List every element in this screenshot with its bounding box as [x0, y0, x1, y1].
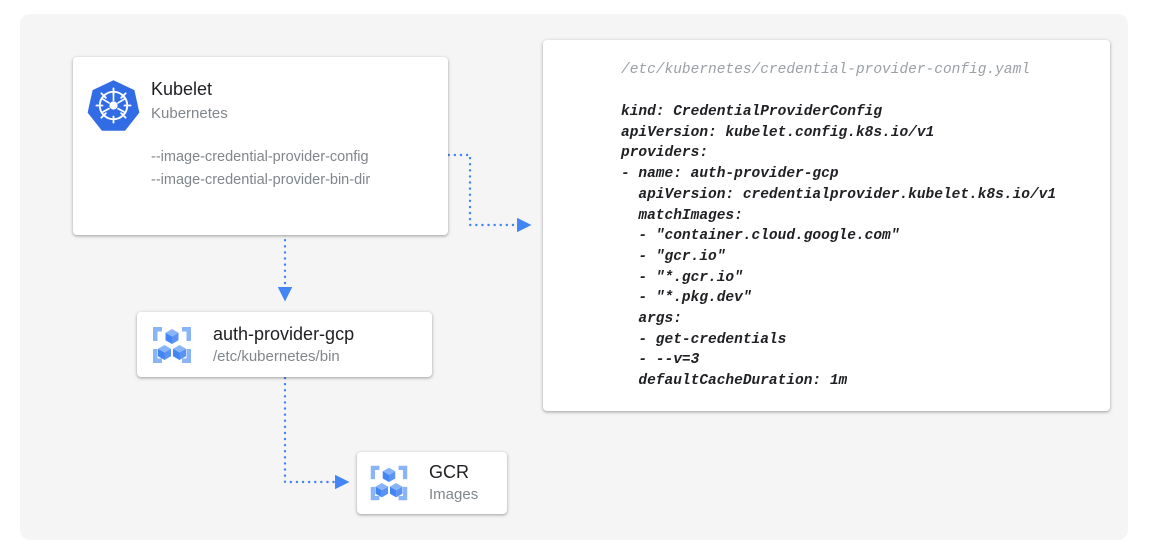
auth-provider-card-subtitle: /etc/kubernetes/bin: [213, 348, 340, 365]
yaml-line: - --v=3: [621, 352, 700, 369]
yaml-line: matchImages:: [621, 207, 743, 224]
auth-provider-gcp-card[interactable]: auth-provider-gcp /etc/kubernetes/bin: [137, 312, 432, 377]
yaml-line: - get-credentials: [621, 331, 787, 348]
yaml-line: - "gcr.io": [621, 248, 726, 265]
code-block: /etc/kubernetes/credential-provider-conf…: [621, 60, 1100, 403]
kubelet-flag-image-credential-provider-bin-dir: --image-credential-provider-bin-dir: [151, 172, 371, 188]
credential-provider-config-panel[interactable]: /etc/kubernetes/credential-provider-conf…: [543, 40, 1110, 411]
kubernetes-logo-icon: [87, 80, 140, 131]
yaml-line: - name: auth-provider-gcp: [621, 166, 839, 183]
yaml-line: providers:: [621, 145, 709, 162]
auth-provider-card-title: auth-provider-gcp: [213, 324, 355, 344]
config-file-path: /etc/kubernetes/credential-provider-conf…: [621, 62, 1030, 78]
container-registry-icon: [153, 327, 191, 363]
kubelet-flag-image-credential-provider-config: --image-credential-provider-config: [151, 149, 369, 165]
yaml-line: kind: CredentialProviderConfig: [621, 104, 883, 120]
yaml-line: args:: [621, 311, 682, 328]
container-registry-icon: [370, 465, 408, 501]
yaml-line: - "*.gcr.io": [621, 269, 743, 286]
yaml-line: apiVersion: credentialprovider.kubelet.k…: [621, 186, 1057, 203]
kubelet-card-subtitle: Kubernetes: [151, 105, 228, 122]
kubelet-card[interactable]: Kubelet Kubernetes --image-credential-pr…: [73, 57, 448, 235]
gcr-card-subtitle: Images: [429, 486, 479, 503]
yaml-line: apiVersion: kubelet.config.k8s.io/v1: [621, 124, 935, 141]
yaml-line: defaultCacheDuration: 1m: [621, 373, 848, 390]
yaml-line: - "container.cloud.google.com": [621, 228, 900, 245]
yaml-content: kind: CredentialProviderConfig apiVersion…: [621, 102, 1100, 392]
yaml-line: - "*.pkg.dev": [621, 290, 752, 307]
gcr-card[interactable]: GCR Images: [357, 452, 507, 514]
kubelet-card-title: Kubelet: [151, 79, 213, 99]
gcr-card-title: GCR: [429, 462, 469, 482]
